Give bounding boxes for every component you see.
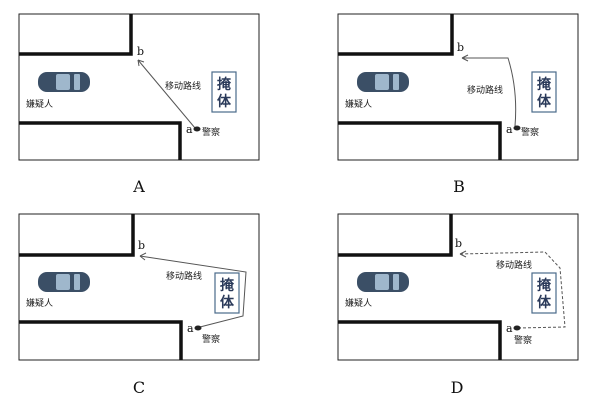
- police-icon: [193, 126, 201, 132]
- panel-caption: C: [133, 378, 145, 397]
- car-icon: [357, 72, 409, 92]
- cover-char-2: 体: [217, 93, 232, 110]
- car-icon: [357, 272, 409, 292]
- cover-char-1: 掩: [217, 76, 232, 93]
- upper-wall: [338, 214, 453, 257]
- police-label: 警察: [521, 126, 539, 138]
- movement-route: [139, 255, 247, 328]
- route-arrowhead: [461, 54, 469, 62]
- cover-char-2: 体: [220, 294, 235, 311]
- route-arrowhead: [459, 250, 467, 258]
- lower-wall: [338, 121, 502, 160]
- suspect-label: 嫌疑人: [345, 98, 372, 110]
- panel-b: 嫌疑人 掩 体 移动路线 b a 警察 B: [337, 13, 579, 196]
- police-label: 警察: [202, 333, 220, 345]
- panel-d: 嫌疑人 掩 体 移动路线 b a 警察 D: [337, 213, 579, 397]
- route-label: 移动路线: [166, 270, 202, 282]
- route-label: 移动路线: [467, 84, 503, 96]
- police-icon: [194, 325, 202, 331]
- point-b-label: b: [138, 239, 145, 252]
- lower-wall: [19, 320, 183, 360]
- suspect-label: 嫌疑人: [26, 297, 53, 309]
- panel-caption: A: [132, 177, 145, 196]
- cover-char-1: 掩: [537, 277, 552, 294]
- panel-caption: D: [451, 378, 464, 397]
- cover-char-1: 掩: [220, 277, 235, 294]
- route-arrowhead: [137, 59, 145, 67]
- point-b-label: b: [457, 41, 464, 54]
- route-label: 移动路线: [496, 259, 532, 271]
- car-icon: [38, 272, 90, 292]
- movement-route: [137, 59, 196, 129]
- lower-wall: [338, 320, 502, 360]
- panel-c: 嫌疑人 掩 体 移动路线 b a 警察 C: [18, 213, 260, 397]
- point-b-label: b: [455, 237, 462, 250]
- suspect-label: 嫌疑人: [26, 98, 53, 110]
- movement-route: [459, 251, 566, 329]
- cover-box: [531, 71, 557, 113]
- panel-caption: B: [453, 177, 465, 196]
- suspect-label: 嫌疑人: [345, 297, 372, 309]
- upper-wall: [19, 14, 133, 56]
- car-icon: [38, 72, 90, 92]
- point-a-label: a: [506, 123, 513, 136]
- point-a-label: a: [187, 322, 194, 335]
- cover-box: [214, 272, 240, 314]
- lower-wall: [19, 121, 182, 160]
- police-icon: [513, 125, 521, 131]
- movement-route: [462, 57, 517, 127]
- upper-wall: [338, 14, 454, 56]
- cover-char-2: 体: [537, 294, 552, 311]
- upper-wall: [19, 214, 135, 257]
- police-label: 警察: [514, 334, 532, 346]
- panel-a: 嫌疑人 掩 体 移动路线 b a 警察 A: [18, 13, 260, 196]
- point-a-label: a: [186, 123, 193, 136]
- point-a-label: a: [506, 322, 513, 335]
- point-b-label: b: [137, 45, 144, 58]
- cover-box: [531, 272, 557, 314]
- route-label: 移动路线: [165, 80, 201, 92]
- police-label: 警察: [202, 126, 220, 138]
- cover-char-2: 体: [537, 93, 552, 110]
- police-icon: [513, 325, 521, 331]
- cover-box: [211, 71, 237, 113]
- route-arrowhead: [139, 252, 147, 261]
- cover-char-1: 掩: [537, 76, 552, 93]
